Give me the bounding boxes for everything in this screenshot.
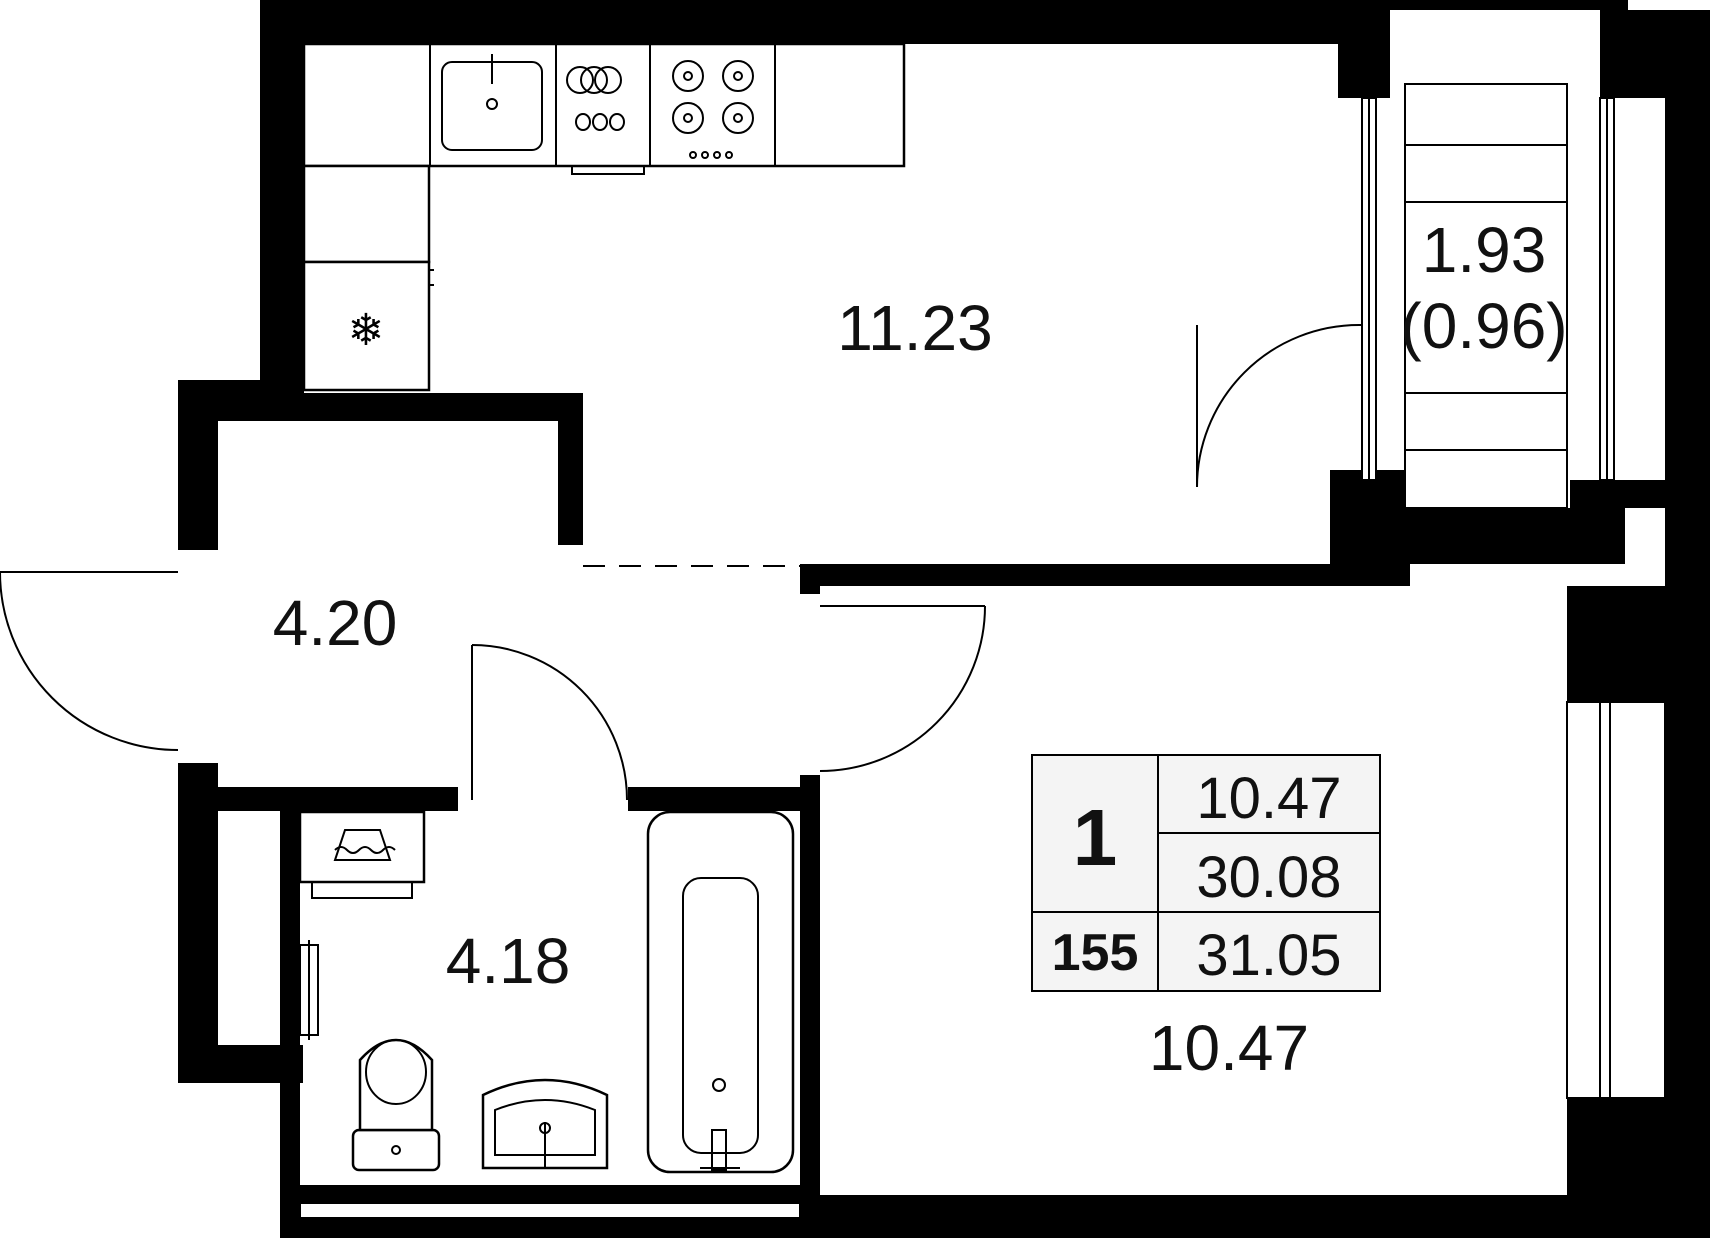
bathtub-icon xyxy=(646,810,795,1174)
stove-icon xyxy=(672,60,754,159)
room-area-bedroom: 10.47 xyxy=(1149,1012,1309,1084)
room-area-kitchen: 11.23 xyxy=(837,292,992,364)
balcony xyxy=(1404,83,1568,509)
toilet-icon xyxy=(351,1038,441,1172)
room-area-bathroom: 4.18 xyxy=(446,925,571,997)
doors xyxy=(0,324,1362,801)
apartment-number: 155 xyxy=(1052,924,1139,982)
fridge-icon: ❄ xyxy=(302,260,434,392)
area-without-balcony: 30.08 xyxy=(1196,845,1341,910)
kitchen-counter xyxy=(302,42,906,264)
room-area-balcony-reduced: (0.96) xyxy=(1400,290,1567,362)
walls xyxy=(178,0,1710,1238)
summary-table: 1 10.47 30.08 155 31.05 xyxy=(1031,754,1381,992)
washing-machine-icon xyxy=(298,810,426,899)
towel-rail-icon xyxy=(299,940,319,1040)
svg-text:❄: ❄ xyxy=(348,305,385,356)
living-area: 10.47 xyxy=(1196,766,1341,831)
sink-icon xyxy=(441,54,543,151)
windows xyxy=(299,97,1666,1219)
total-area: 31.05 xyxy=(1196,923,1341,988)
rooms-count: 1 xyxy=(1073,793,1118,882)
washbasin-icon xyxy=(481,1078,609,1170)
dishwasher-icon xyxy=(566,66,645,175)
room-area-hallway: 4.20 xyxy=(273,587,398,659)
room-area-balcony: 1.93 xyxy=(1422,214,1547,286)
